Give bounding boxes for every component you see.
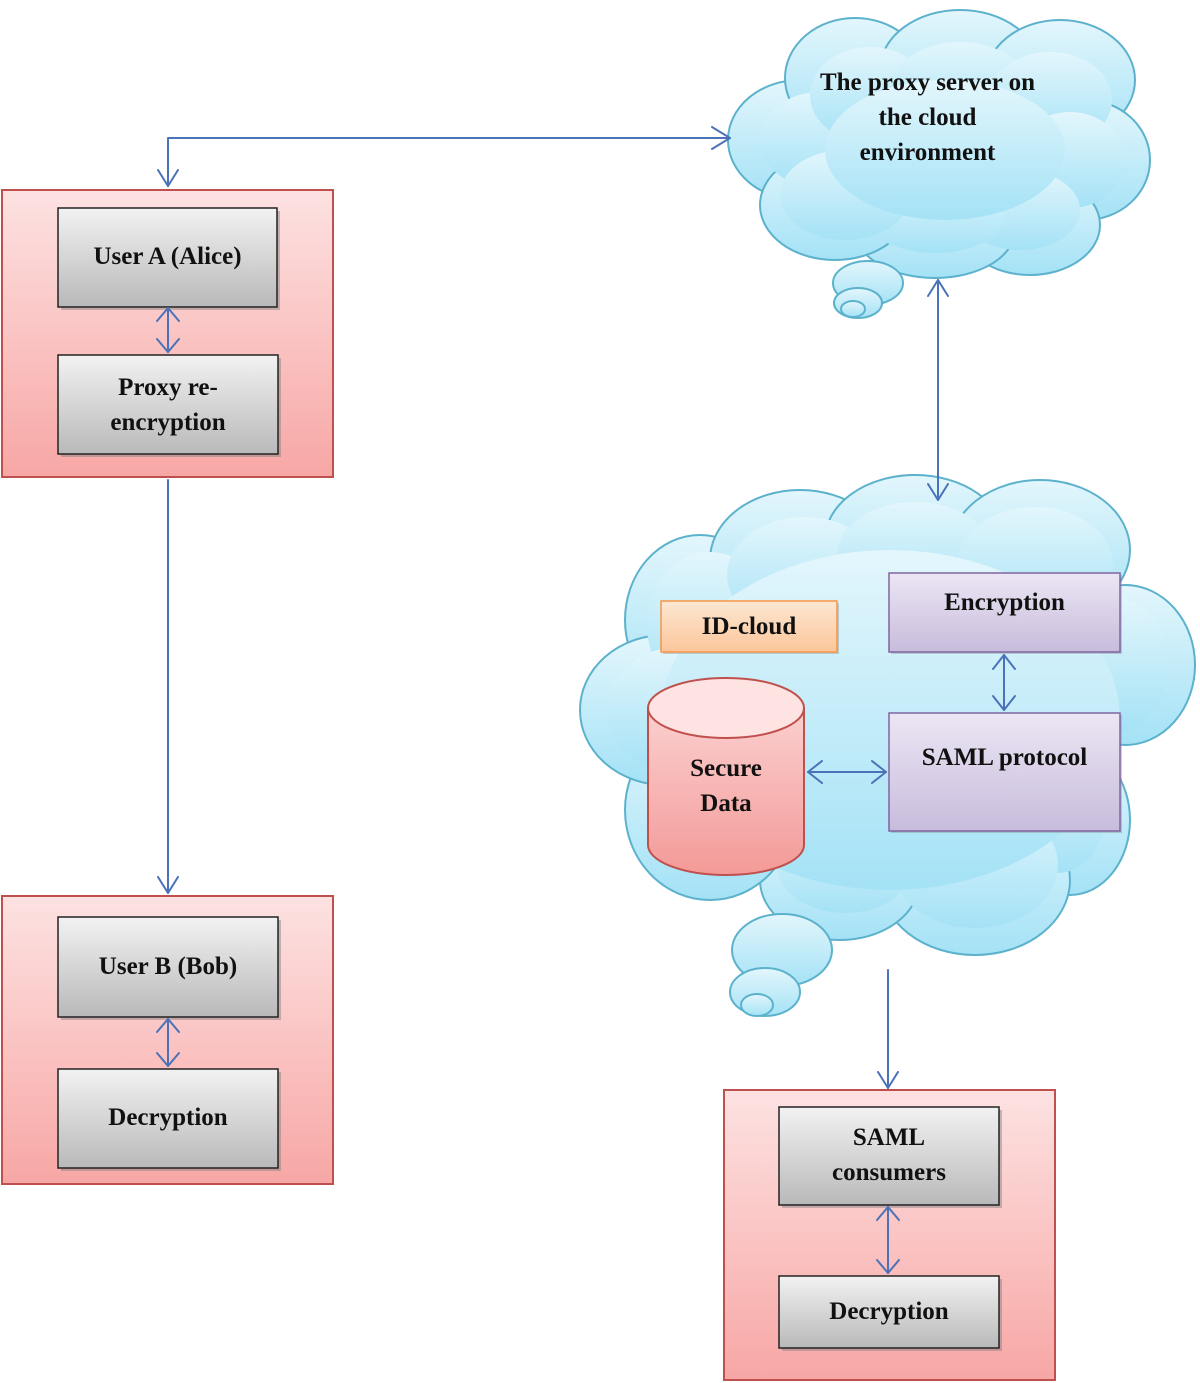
- saml-consumers-box: [778, 1106, 1000, 1206]
- user-a-box: [57, 207, 278, 308]
- alice-to-proxy-connector: [167, 137, 731, 187]
- user-b-label: User B (Bob): [98, 952, 238, 980]
- user-b-decryption-box: [57, 1068, 279, 1169]
- consumer-decryption-box: [778, 1275, 1000, 1349]
- saml-consumers-label: SAML consumers: [832, 1124, 946, 1186]
- saml-protocol-box: [888, 712, 1121, 832]
- proxy-reencryption-box: [57, 354, 279, 455]
- user-b-decryption-label: Decryption: [108, 1104, 228, 1131]
- secure-data-label: Secure Data: [690, 755, 762, 817]
- saml-protocol-label: SAML protocol: [921, 743, 1088, 771]
- database-cylinder-icon: [647, 677, 805, 876]
- id-cloud-label: ID-cloud: [701, 613, 797, 640]
- proxy-server-cloud: [727, 9, 1151, 319]
- consumer-decryption-label: Decryption: [829, 1297, 949, 1325]
- user-b-box: [57, 916, 279, 1018]
- id-cloud-label-box: [660, 600, 838, 653]
- encryption-box: [888, 572, 1121, 653]
- encryption-label: Encryption: [944, 588, 1065, 616]
- proxy-cloud-label: The proxy server on the cloud environmen…: [819, 69, 1036, 166]
- user-a-label: User A (Alice): [93, 242, 242, 270]
- proxy-reencryption-label: Proxy re- encryption: [110, 373, 226, 436]
